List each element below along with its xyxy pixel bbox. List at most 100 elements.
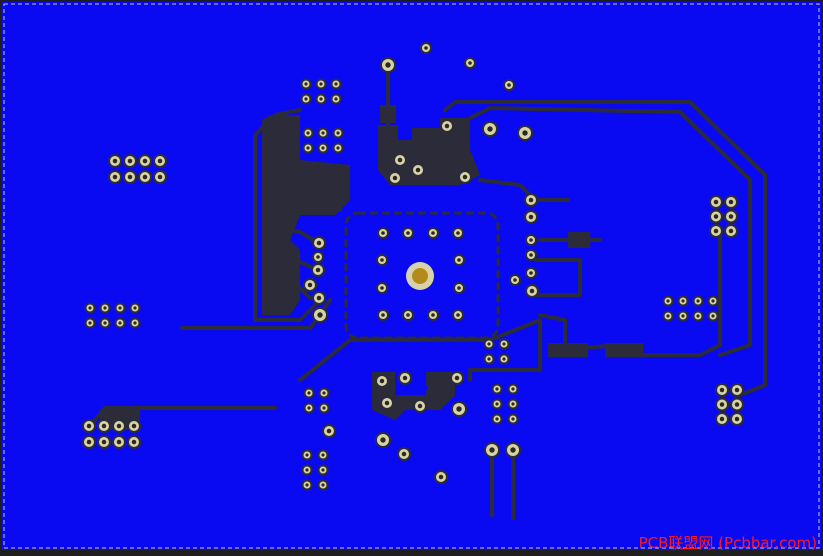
via-drill: [522, 130, 528, 136]
header-pin-drill: [719, 416, 725, 422]
board-outline: [3, 3, 820, 549]
via-drill: [529, 288, 535, 294]
via-drill: [666, 314, 670, 318]
via-drill: [304, 82, 308, 86]
header-pin-drill: [142, 174, 148, 180]
ic-outline: [344, 211, 500, 340]
trace-left-fan-3: [270, 283, 312, 300]
via-drill: [321, 468, 325, 472]
header-pin-drill: [728, 199, 734, 205]
header-pin-drill: [131, 439, 137, 445]
top-center-polygon: [378, 118, 480, 185]
via-drill: [334, 82, 338, 86]
trace-left-outer: [253, 108, 322, 322]
via-drill: [305, 483, 309, 487]
via-drill: [307, 282, 313, 288]
via-drill: [103, 321, 107, 325]
via-drill: [495, 417, 499, 421]
via-drill: [322, 406, 326, 410]
ic-via-drill: [431, 231, 435, 235]
trace-top-left-bend: [298, 163, 342, 212]
header-pin-drill: [112, 174, 118, 180]
ic-via-drill: [381, 313, 385, 317]
via-drill: [306, 131, 310, 135]
via-drill: [528, 197, 534, 203]
via-drill: [711, 314, 715, 318]
smd-pad: [605, 343, 625, 357]
via-drill: [316, 240, 322, 246]
ic-via-drill: [380, 258, 384, 262]
via-drill: [456, 406, 462, 412]
header-pin-drill: [101, 439, 107, 445]
via-drill: [528, 214, 534, 220]
smd-pad: [380, 105, 396, 123]
watermark-text: PCB联盟网 (Pcbbar.com): [639, 534, 817, 552]
via-drill: [502, 357, 506, 361]
ic-via-drill: [431, 313, 435, 317]
header-pin-drill: [728, 214, 734, 219]
via-drill: [489, 447, 495, 453]
ic-via-drill: [456, 231, 460, 235]
smd-pads: [378, 105, 643, 386]
via-drill: [379, 378, 385, 384]
via-drill: [415, 167, 421, 173]
trace-right-box: [533, 258, 582, 297]
smd-pad: [378, 128, 396, 140]
ic-via-drill: [457, 286, 461, 290]
header-pin-drill: [127, 174, 133, 180]
via-drill: [321, 146, 325, 150]
via-drill: [424, 46, 428, 50]
header-pin-drill: [734, 416, 740, 422]
via-drill: [402, 375, 408, 381]
via-drill: [336, 131, 340, 135]
via-drill: [321, 131, 325, 135]
via-drill: [487, 342, 491, 346]
header-pin-drill: [131, 423, 137, 429]
via-drill: [326, 428, 332, 434]
via-drill: [315, 267, 321, 273]
via-drill: [444, 123, 450, 129]
via-drill: [462, 174, 468, 180]
via-drill: [511, 387, 515, 391]
via-drill: [401, 451, 407, 457]
header-pin-drill: [713, 228, 719, 234]
via-drill: [307, 406, 311, 410]
header-pin-drill: [116, 439, 122, 445]
via-drill: [495, 387, 499, 391]
trace-bottom-long: [93, 406, 277, 422]
via-drill: [118, 306, 122, 310]
via-drill: [88, 321, 92, 325]
via-drill: [696, 299, 700, 303]
smd-pad: [548, 343, 568, 357]
ic-via-drill: [457, 258, 461, 262]
header-pin-drill: [112, 158, 118, 164]
header-pin-drill: [157, 158, 163, 164]
via-drill: [305, 453, 309, 457]
ic-via-drill: [381, 231, 385, 235]
via-drill: [438, 474, 444, 480]
trace-right-inner: [468, 106, 752, 357]
via-drill: [510, 447, 516, 453]
via-drill: [454, 375, 460, 381]
pad-layer: [82, 42, 744, 491]
ic-via-drill: [456, 313, 460, 317]
traces: [93, 63, 767, 520]
smd-pad: [426, 372, 452, 386]
via-drill: [316, 295, 322, 301]
via-drill: [88, 306, 92, 310]
via-drill: [319, 82, 323, 86]
header-pin-drill: [116, 423, 122, 429]
trace-lower-right: [538, 313, 567, 352]
via-drill: [681, 314, 685, 318]
header-pin-drill: [86, 423, 92, 429]
via-drill: [495, 402, 499, 406]
ic-via-drill: [380, 286, 384, 290]
via-drill: [511, 417, 515, 421]
trace-bottom-route: [298, 318, 542, 382]
via-drill: [392, 175, 398, 181]
via-drill: [380, 437, 386, 443]
smd-pad: [625, 343, 643, 357]
header-pin-drill: [728, 228, 734, 234]
via-drill: [118, 321, 122, 325]
smd-pad: [568, 232, 590, 248]
